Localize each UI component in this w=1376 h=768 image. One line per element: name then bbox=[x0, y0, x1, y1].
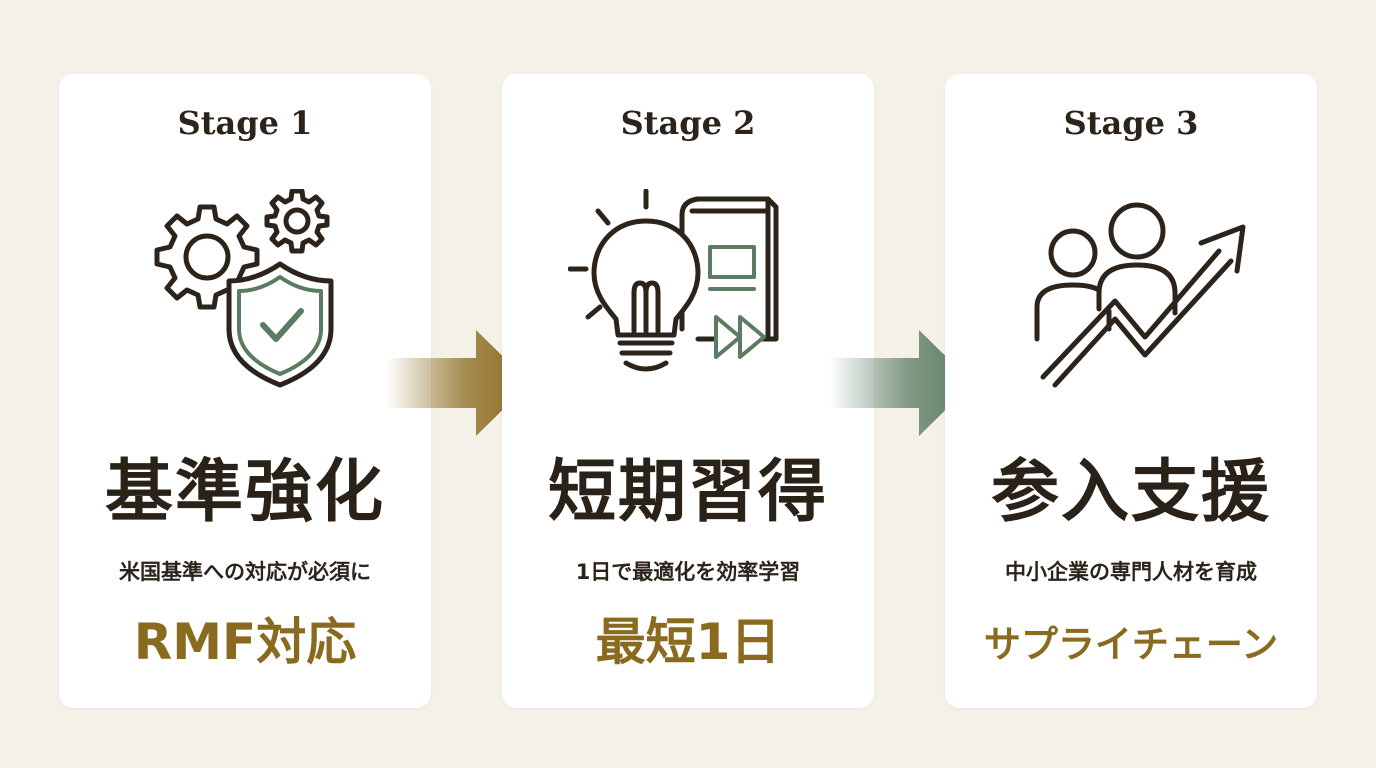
arrow-right-green-icon bbox=[829, 330, 973, 436]
stage-label: Stage 1 bbox=[177, 104, 313, 142]
stage-label: Stage 2 bbox=[620, 104, 756, 142]
stage-highlight: サプライチェーン bbox=[983, 623, 1279, 666]
gears-shield-check-icon bbox=[125, 188, 365, 394]
stage-card-3: Stage 3 参入支援 中小企業の専門人材を育成 サプライチェーン bbox=[945, 74, 1317, 708]
arrow-right-gold-icon bbox=[386, 330, 530, 436]
stage-card-1: Stage 1 基準強化 米国基準への対応が必須に RMF対応 bbox=[59, 74, 431, 708]
stage-highlight: 最短1日 bbox=[595, 613, 781, 671]
stage-headline: 短期習得 bbox=[547, 452, 828, 532]
stage-highlight: RMF対応 bbox=[133, 613, 357, 671]
people-growth-arrow-icon bbox=[1011, 189, 1251, 394]
stage-headline: 基準強化 bbox=[104, 452, 385, 532]
stage-description: 中小企業の専門人材を育成 bbox=[1005, 560, 1257, 584]
lightbulb-book-fast-forward-icon bbox=[567, 188, 808, 394]
stage-description: 米国基準への対応が必須に bbox=[119, 560, 371, 584]
stage-headline: 参入支援 bbox=[990, 452, 1271, 532]
stage-card-2: Stage 2 bbox=[502, 74, 874, 708]
stage-label: Stage 3 bbox=[1063, 104, 1199, 142]
stage-description: 1日で最適化を効率学習 bbox=[575, 560, 801, 584]
